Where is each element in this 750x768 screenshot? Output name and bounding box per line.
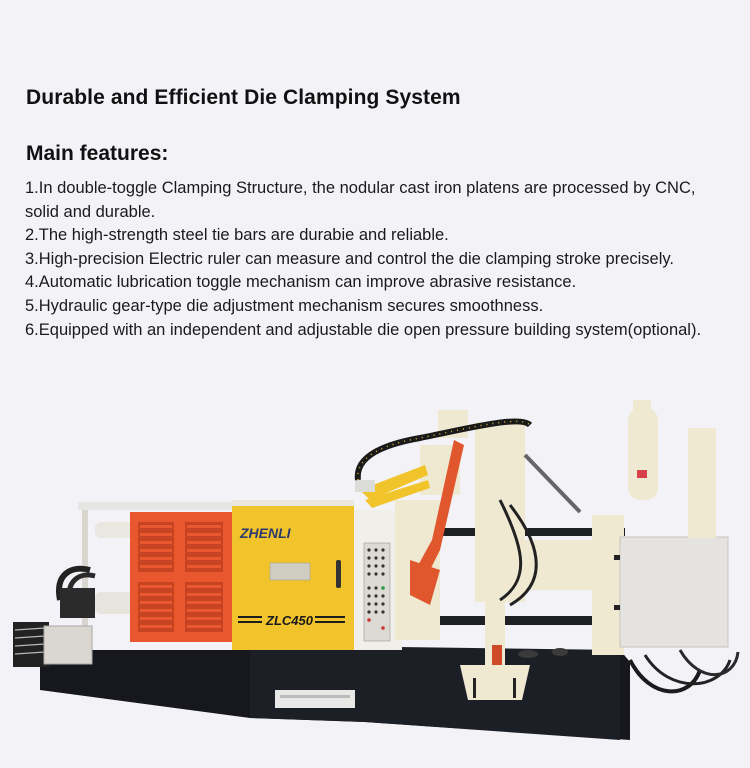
section-heading: Main features:: [26, 142, 169, 165]
feature-number: 1.: [25, 179, 39, 197]
feature-item: 1.In double-toggle Clamping Structure, t…: [25, 177, 730, 224]
die-casting-machine-image: ZHENLI ZLC450: [0, 400, 750, 768]
feature-number: 6.: [25, 320, 39, 339]
feature-text: Automatic lubrication toggle mechanism c…: [38, 273, 577, 292]
feature-item: 5.Hydraulic gear-type die adjustment mec…: [25, 295, 730, 319]
feature-text: High-precision Electric ruler can measur…: [38, 249, 674, 268]
feature-text: Hydraulic gear-type die adjustment mecha…: [38, 296, 544, 315]
feature-list: 1.In double-toggle Clamping Structure, t…: [25, 177, 730, 342]
feature-number: 4.: [25, 273, 39, 292]
machine-brand: ZHENLI: [239, 525, 292, 541]
feature-text: The high-strength steel tie bars are dur…: [38, 226, 449, 245]
machine-model: ZLC450: [265, 613, 314, 628]
feature-number: 5.: [25, 296, 39, 315]
feature-text: Equipped with an independent and adjusta…: [38, 320, 702, 339]
feature-item: 2.The high-strength steel tie bars are d…: [25, 224, 730, 248]
feature-number: 3.: [25, 249, 39, 268]
feature-item: 6.Equipped with an independent and adjus…: [25, 319, 730, 343]
feature-number: 2.: [25, 226, 39, 245]
feature-text: In double-toggle Clamping Structure, the…: [25, 179, 696, 221]
page-title: Durable and Efficient Die Clamping Syste…: [26, 86, 461, 109]
feature-item: 4.Automatic lubrication toggle mechanism…: [25, 271, 730, 295]
feature-item: 3.High-precision Electric ruler can meas…: [25, 248, 730, 272]
